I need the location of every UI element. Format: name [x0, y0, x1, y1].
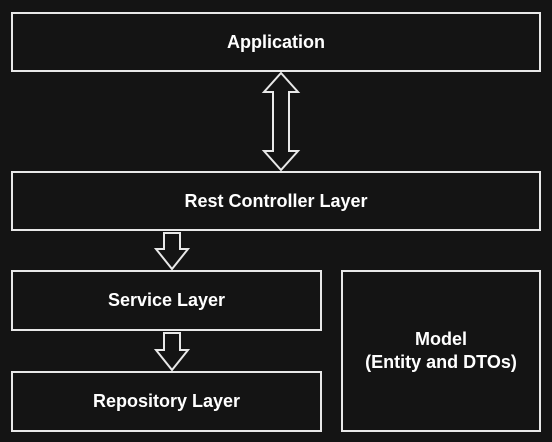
service-layer-label: Service Layer — [107, 290, 226, 310]
application-rest-double-arrow — [261, 71, 301, 172]
application-box: Application — [11, 12, 541, 72]
model-label: Model (Entity and DTOs) — [365, 328, 517, 374]
service-layer-box: Service Layer — [11, 270, 322, 331]
model-box: Model (Entity and DTOs) — [341, 270, 541, 432]
rest-to-service-arrow — [153, 232, 191, 271]
repository-layer-label: Repository Layer — [92, 391, 241, 411]
model-label-line-2: (Entity and DTOs) — [365, 352, 517, 372]
rest-controller-layer-box: Rest Controller Layer — [11, 171, 541, 231]
model-label-line-1: Model — [415, 329, 467, 349]
repository-layer-box: Repository Layer — [11, 371, 322, 432]
rest-controller-layer-label: Rest Controller Layer — [184, 190, 368, 211]
service-to-repository-arrow — [153, 332, 191, 372]
application-label: Application — [227, 31, 325, 52]
